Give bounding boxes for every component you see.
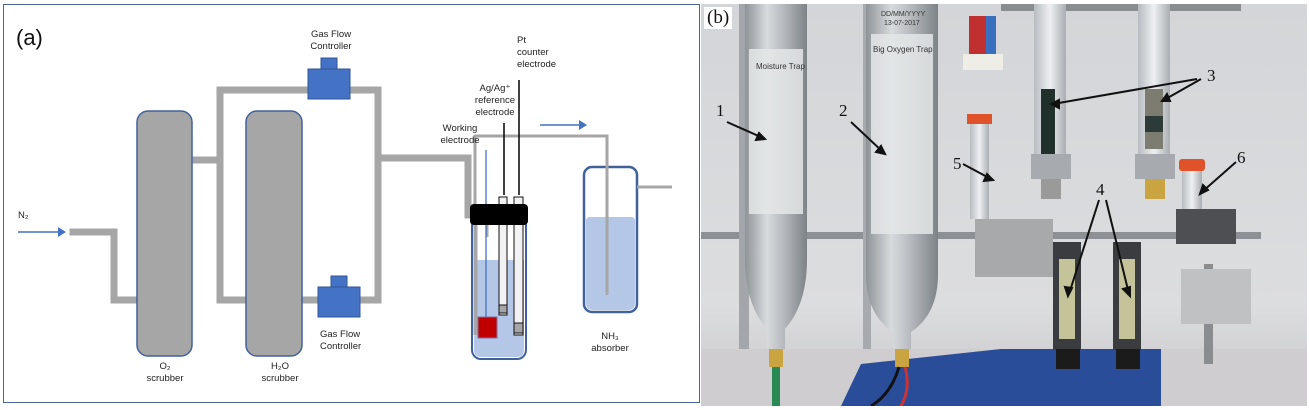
panel-b-photo: Moisture Trap DD/MM/YYYY 13-07-2017 Big … [701, 4, 1307, 406]
pipe-bypass-right [345, 86, 382, 304]
panel-a-schematic: (a) [3, 4, 700, 403]
working-electrode-plate [477, 316, 498, 339]
pipe-bypass-left [216, 86, 311, 304]
cyl2-label: Big Oxygen Trap [873, 45, 933, 54]
gfc-bottom-label: Gas Flow Controller [320, 329, 362, 352]
working-electrode-label: Working electrode [440, 123, 480, 146]
callout-3: 3 [1207, 66, 1216, 85]
moisture-trap-cylinder: Moisture Trap [745, 4, 807, 406]
panel-b-letter: (b) [704, 7, 733, 29]
photo-illustration: Moisture Trap DD/MM/YYYY 13-07-2017 Big … [701, 4, 1307, 406]
clamp [1181, 269, 1251, 324]
metal-block [975, 219, 1053, 277]
h2o-scrubber [245, 110, 303, 357]
o2-scrubber [136, 110, 193, 357]
callout-arrows [726, 78, 1237, 299]
flowmeter-right [1113, 242, 1141, 369]
column-trap-left [1031, 4, 1071, 199]
n2-label: N₂ [18, 210, 29, 221]
gas-flow-controller-top [307, 57, 351, 100]
blue-base [841, 349, 1161, 406]
pipe-inlet [69, 228, 141, 304]
callout-1: 1 [716, 101, 725, 120]
n2-inlet-arrow [18, 227, 66, 237]
callout-6: 6 [1237, 148, 1246, 167]
cyl2-date-placeholder: DD/MM/YYYY [881, 11, 926, 18]
reference-electrode-label: Ag/Ag⁺ reference electrode [474, 83, 516, 118]
electrochemical-cell-photo [963, 16, 1053, 277]
callout-4: 4 [1096, 180, 1105, 199]
cyl1-label: Moisture Trap [756, 62, 805, 71]
column-trap-right [1135, 4, 1175, 199]
nh3-absorber-label: NH₃ absorber [591, 331, 629, 354]
pipe-to-cell [374, 154, 472, 219]
reference-electrode [498, 196, 508, 316]
vial-cap [1179, 159, 1205, 171]
nh3-absorber [582, 136, 672, 314]
cell-cap [470, 204, 528, 225]
panel-a-letter: (a) [16, 25, 43, 50]
gas-flow-controller-bottom [317, 275, 361, 318]
counter-electrode-label: Pt counter electrode [517, 35, 557, 70]
o2-scrubber-label: O₂ scrubber [146, 361, 184, 384]
gas-pipes [69, 86, 472, 304]
counter-electrode [513, 196, 524, 336]
cyl2-date: 13-07-2017 [884, 20, 920, 27]
callout-5: 5 [953, 154, 962, 173]
h2o-scrubber-label: H₂O scrubber [261, 361, 299, 384]
callout-2: 2 [839, 101, 848, 120]
outlet-flow-arrow [540, 120, 587, 130]
gfc-top-label: Gas Flow Controller [310, 29, 352, 52]
electrochemical-cell [470, 80, 609, 360]
flowmeter-left [1053, 242, 1081, 369]
schematic-svg [18, 57, 672, 360]
oxygen-trap-cylinder: DD/MM/YYYY 13-07-2017 Big Oxygen Trap [866, 4, 938, 406]
